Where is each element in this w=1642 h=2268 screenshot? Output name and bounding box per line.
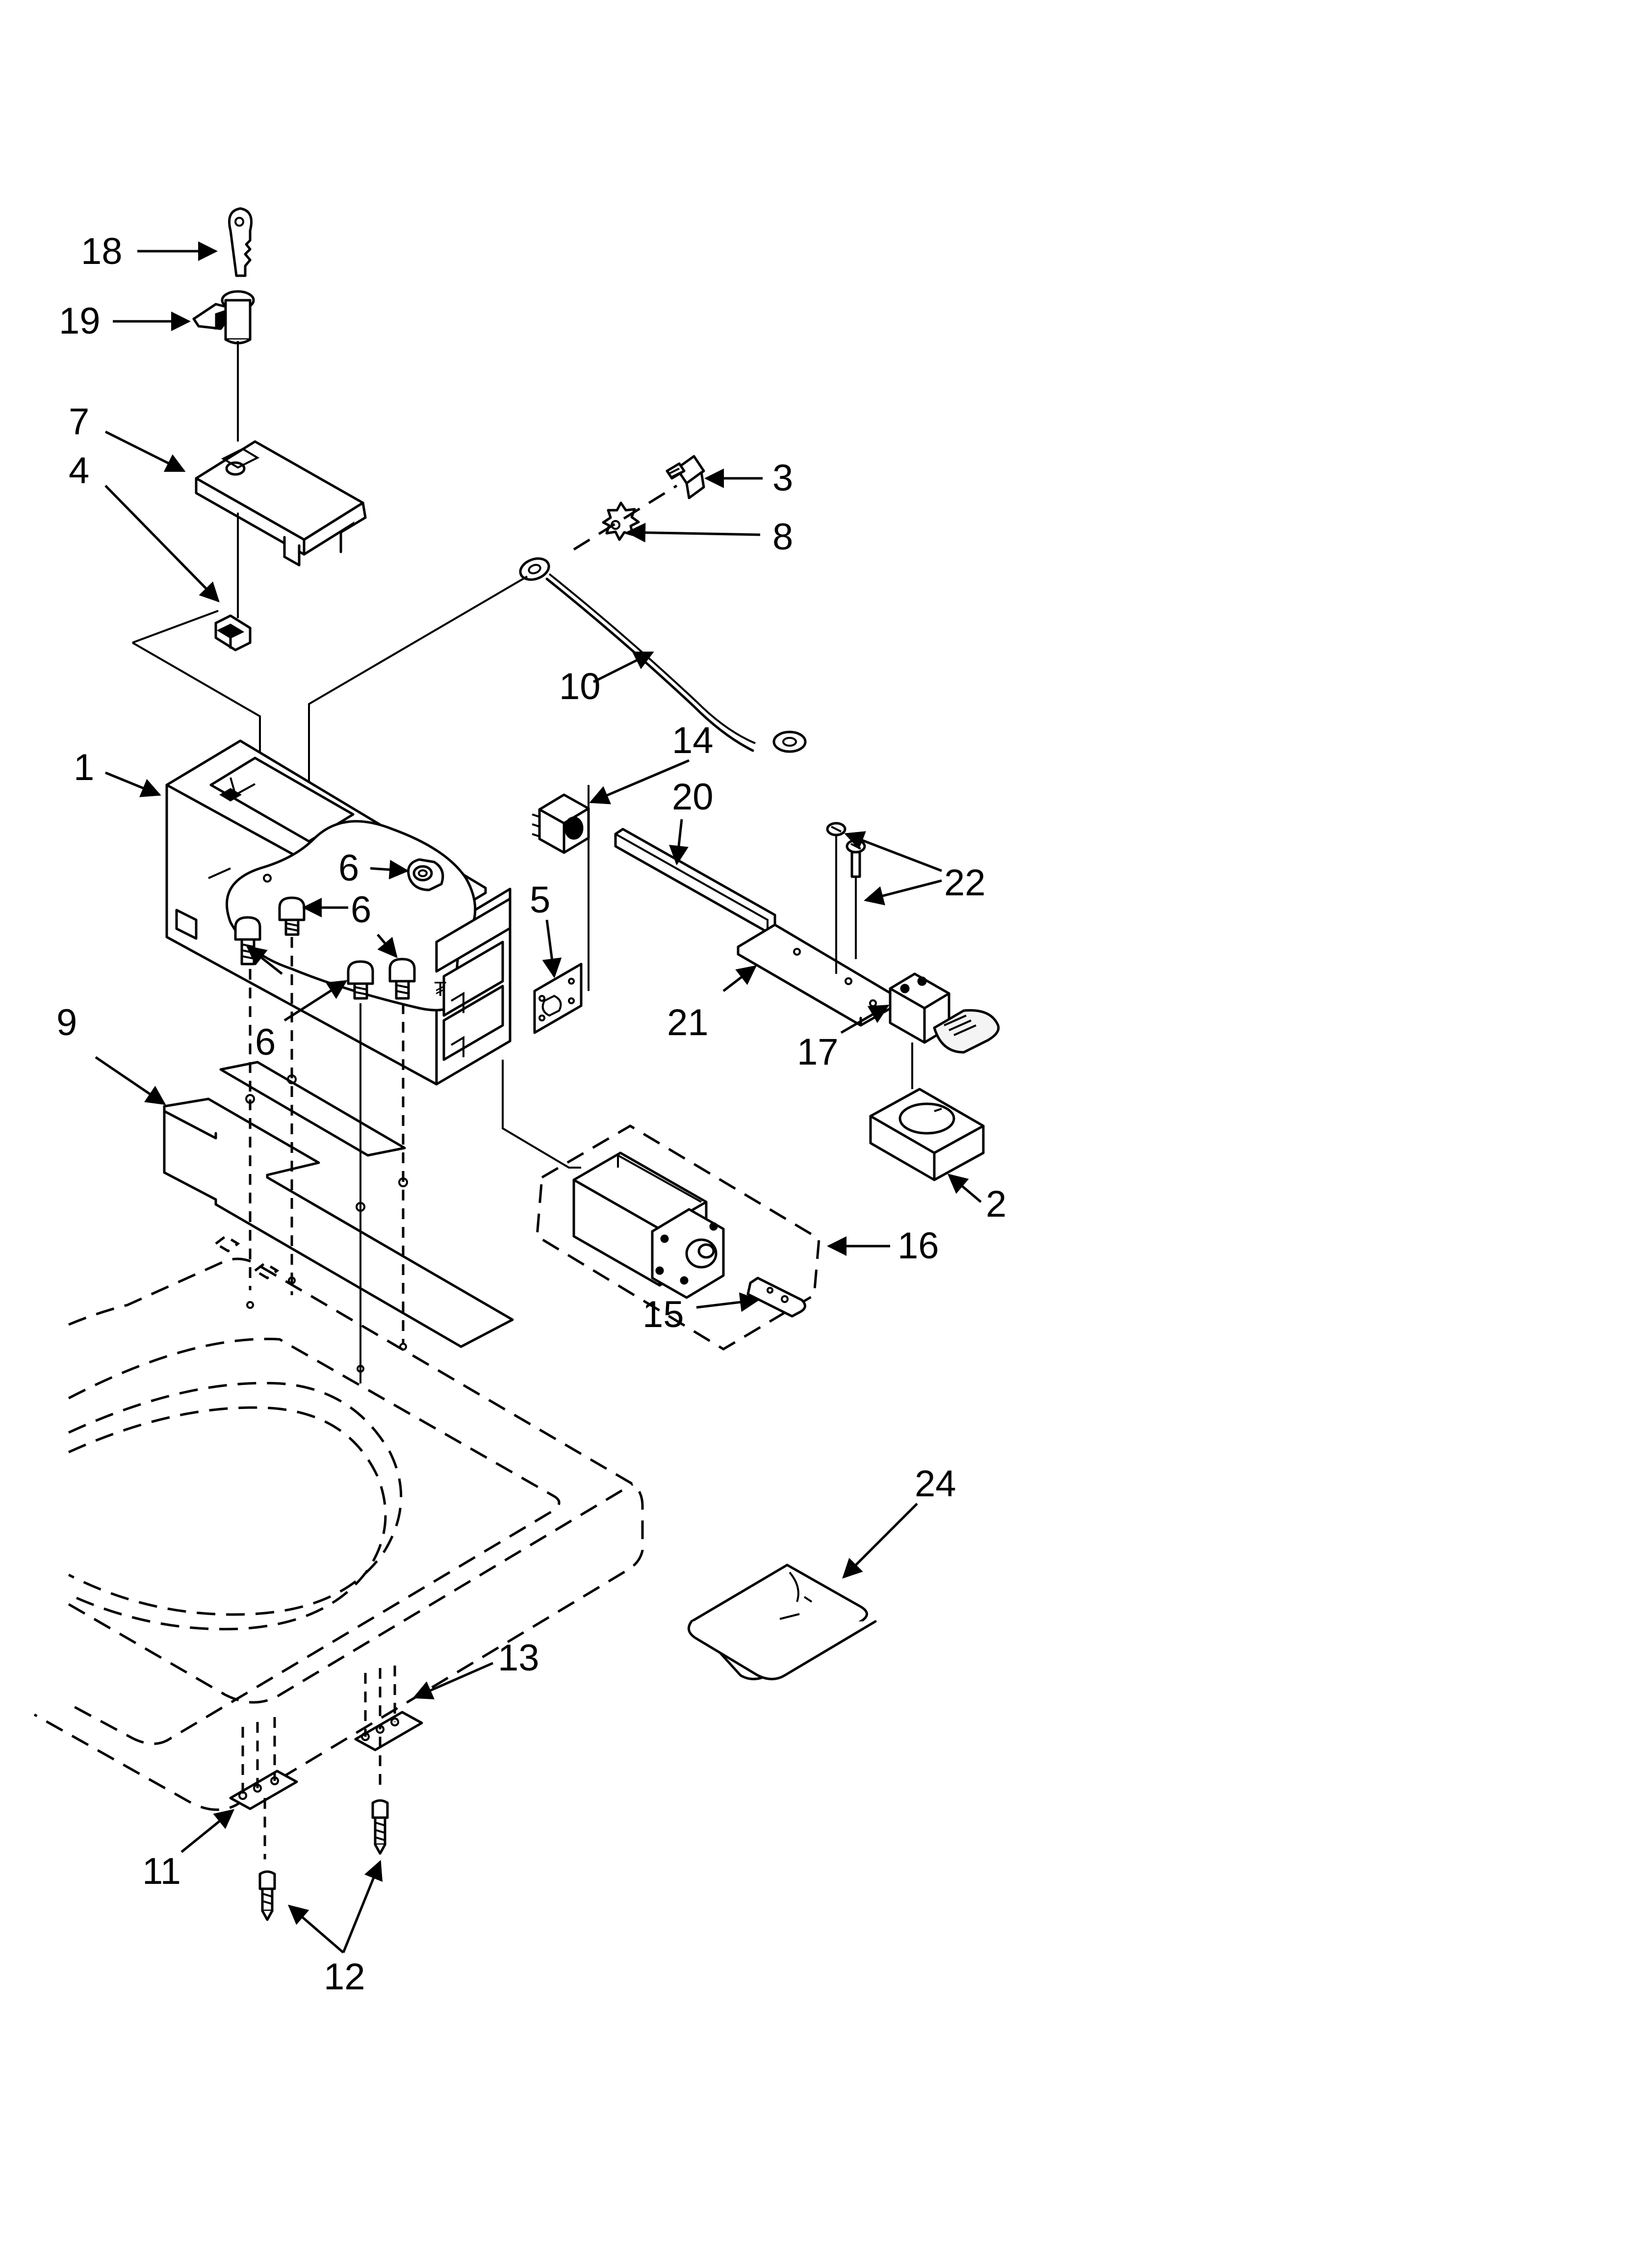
- callout-11: 10: [559, 666, 601, 707]
- callout-19: 18: [81, 231, 123, 272]
- lid-lock-pad-part-18: [889, 972, 1000, 1054]
- assembly-line-17: [502, 1060, 581, 1169]
- ground-wire-part-11: [519, 557, 807, 753]
- screw-axis-line: [573, 484, 678, 551]
- actuator-tab-part-16: [746, 1277, 806, 1318]
- actuator-assembly-outline: [536, 1124, 821, 1351]
- callout-10: 9: [56, 1002, 77, 1043]
- key-part-19: [228, 207, 253, 277]
- callout-6-lower: 6: [255, 1021, 276, 1063]
- callout-20: 19: [59, 300, 101, 342]
- callout-14: 13: [498, 1637, 539, 1679]
- callout-4: 4: [69, 450, 89, 492]
- bolt-part-6-a: [278, 896, 306, 936]
- callout-17: 16: [898, 1225, 939, 1267]
- callout-5: 5: [530, 879, 550, 921]
- callout-2: 2: [986, 1183, 1006, 1225]
- pad-hole: [245, 1094, 255, 1104]
- plate-12-axis: [241, 1717, 276, 1796]
- bolt-part-6-c: [347, 960, 374, 1000]
- callout-21: 20: [672, 776, 714, 818]
- insulation-pad-part-10: [163, 1061, 514, 1348]
- pad-holder-part-2: [869, 1088, 985, 1181]
- callout-22: 21: [667, 1002, 709, 1043]
- callout-12: 11: [142, 1851, 181, 1892]
- star-washer-part-9: [602, 501, 640, 541]
- top-hole: [357, 1365, 364, 1373]
- top-hole: [246, 1301, 254, 1309]
- callout-24: 24: [915, 1463, 956, 1505]
- callout-18: 17: [797, 1031, 839, 1073]
- control-housing-part-1: ₮: [165, 739, 512, 1086]
- callout-6-upper: 6: [351, 889, 371, 931]
- callout-15: 14: [672, 720, 714, 761]
- lock-clip-part-4: [214, 614, 252, 652]
- bar-part-21: [614, 828, 776, 934]
- sensor-pad-part-24: [687, 1564, 877, 1680]
- callout-13: 12: [324, 1956, 365, 1998]
- callout-23: 22: [944, 862, 986, 904]
- bolt-part-6-b: [234, 916, 261, 965]
- assembly-line-11: [308, 575, 528, 829]
- screw-part-23-b: [846, 839, 866, 878]
- switch-bracket-part-5: [533, 963, 583, 1034]
- callout-9: 8: [772, 516, 793, 558]
- callout-3: 3: [772, 457, 793, 499]
- actuator-part-17: [572, 1151, 725, 1299]
- pad-hole: [398, 1177, 408, 1187]
- screw-part-23-a: [826, 822, 847, 863]
- switch-part-15: [532, 793, 590, 854]
- callout-1: 1: [74, 747, 94, 788]
- lock-cylinder-part-20: [192, 290, 255, 344]
- bracket-plate-part-22: [737, 923, 897, 1027]
- screw-part-3: [666, 455, 705, 499]
- plate-14-axis: [364, 1666, 396, 1737]
- washer-top-outline: [33, 1234, 644, 1811]
- pad-hole: [356, 1202, 365, 1212]
- nut-part-7: [407, 858, 444, 891]
- callout-8: 7: [69, 401, 89, 443]
- housing-mark: ₮: [434, 977, 447, 1000]
- screw-part-13-a: [371, 1799, 389, 1855]
- leader-arrows: [95, 241, 982, 1954]
- callout-7: 6: [338, 847, 359, 889]
- bolt-part-6-d: [388, 958, 416, 1000]
- pad-hole: [287, 1074, 297, 1084]
- callout-16: 15: [642, 1294, 684, 1335]
- screw-part-13-b: [258, 1870, 276, 1921]
- lock-cover-plate-part-8: [195, 440, 367, 567]
